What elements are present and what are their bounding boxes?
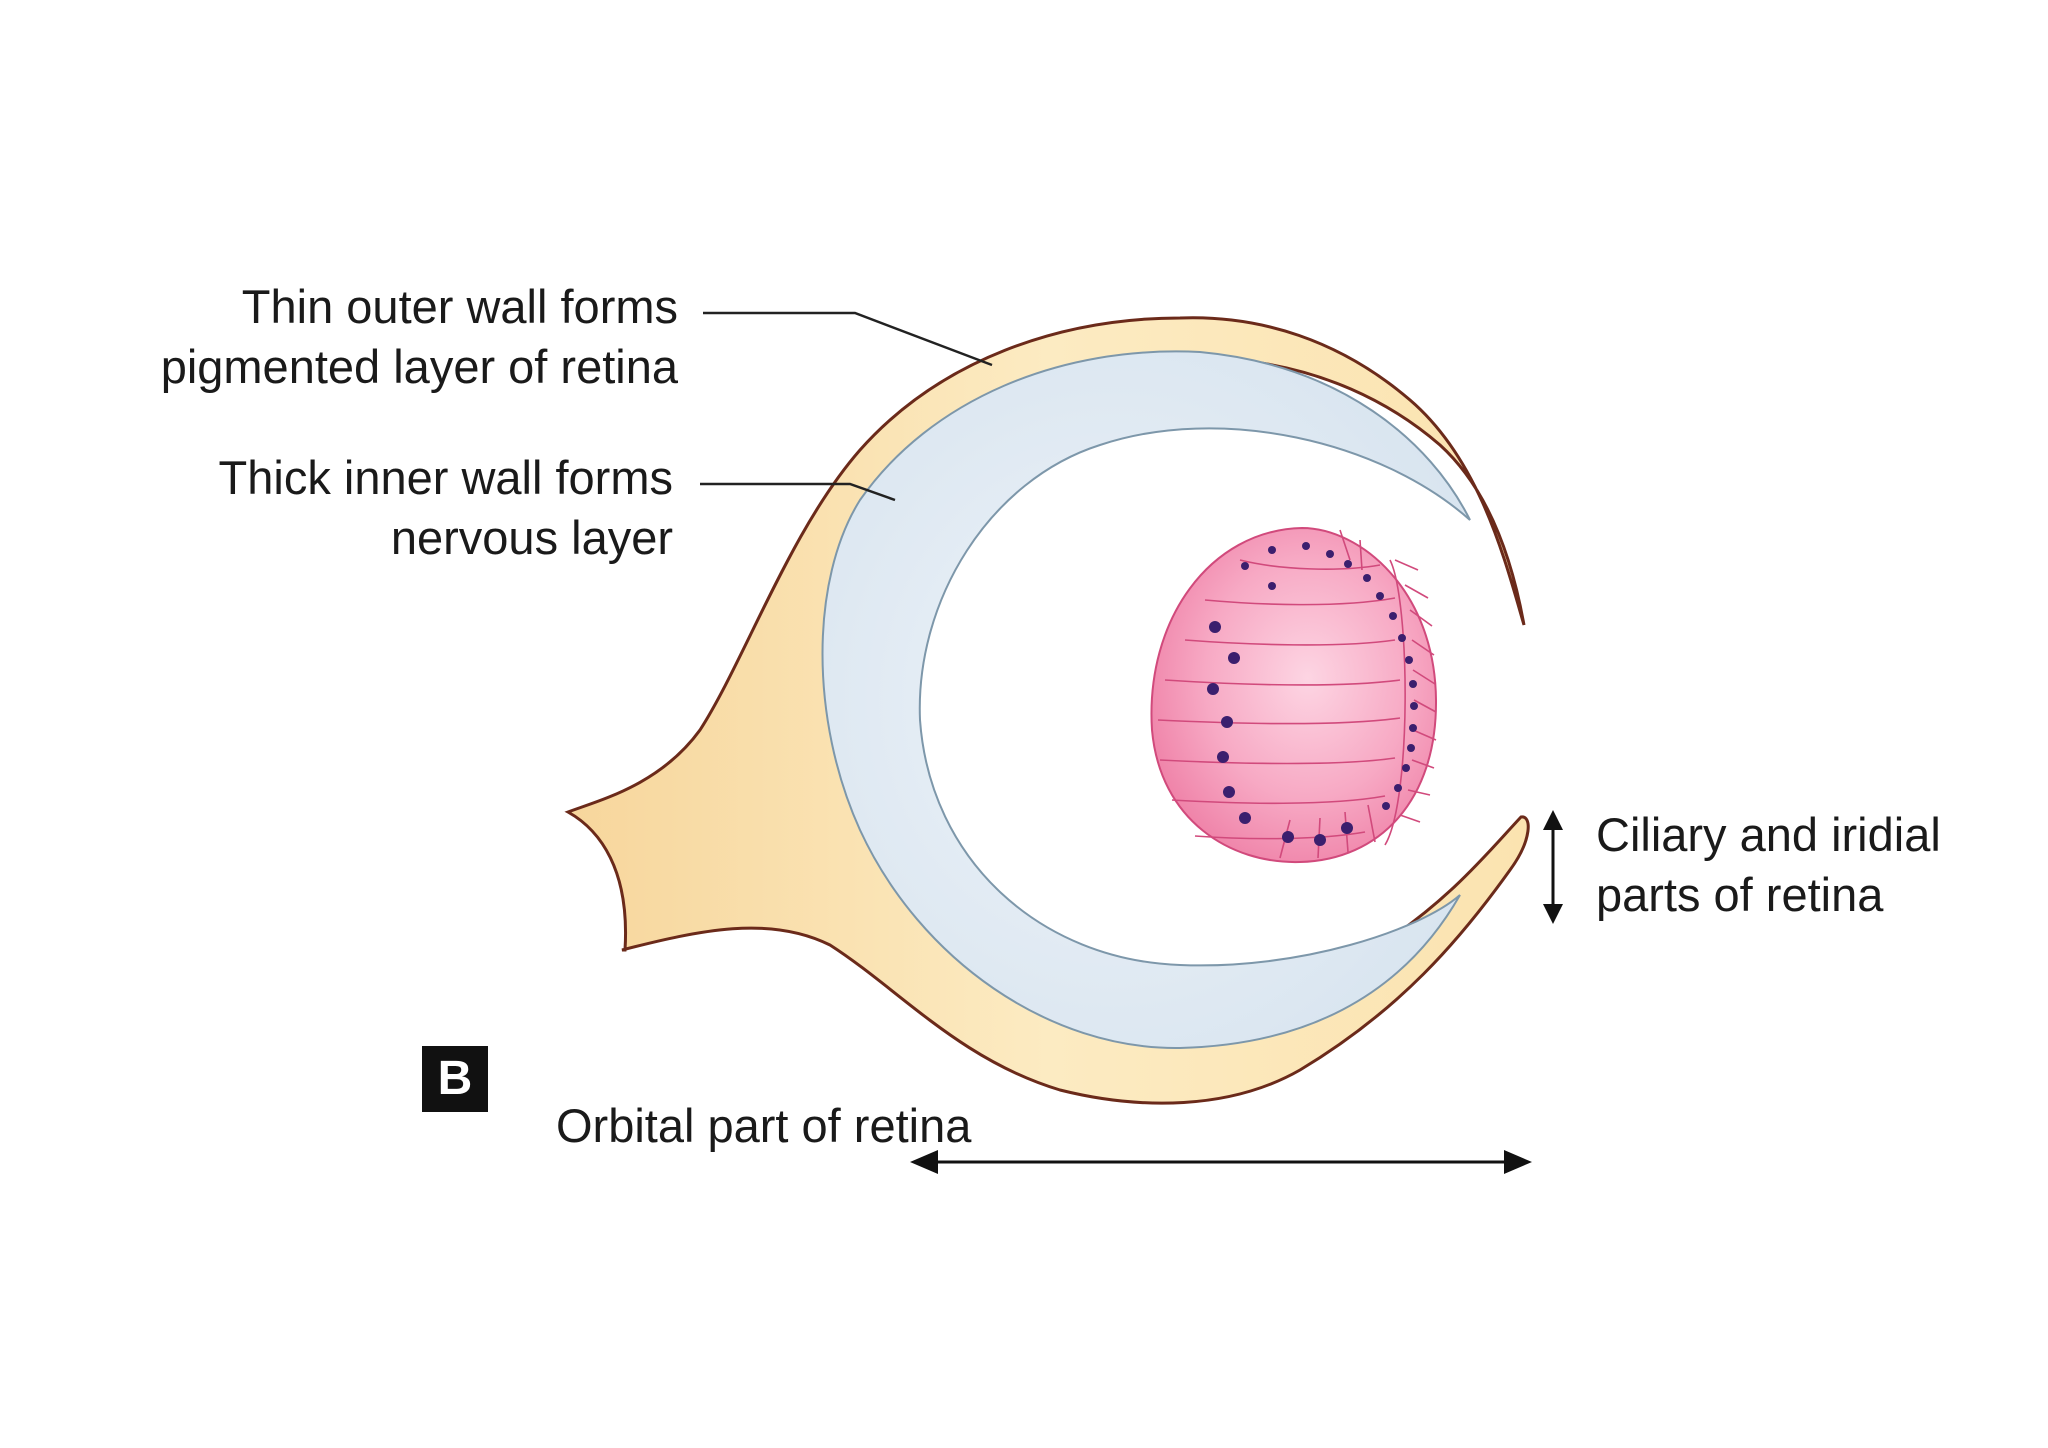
lens-nuclei (1207, 542, 1418, 846)
outer-wall-label-line1: Thin outer wall forms (241, 280, 678, 333)
ciliary-double-arrow (1543, 810, 1563, 924)
lens-outline (1150, 526, 1438, 864)
panel-letter-badge: B (422, 1046, 488, 1112)
outer-wall-label: Thin outer wall forms pigmented layer of… (161, 277, 678, 397)
inner-wall-label-line1: Thick inner wall forms (218, 451, 673, 504)
outer-wall-label-line2: pigmented layer of retina (160, 340, 678, 393)
orbital-double-arrow (910, 1150, 1532, 1174)
lens-vesicle (1150, 526, 1438, 864)
ciliary-label: Ciliary and iridial parts of retina (1596, 805, 1941, 925)
outer-wall-leader-line (703, 311, 993, 367)
inner-nervous-wall (821, 350, 1471, 1050)
orbital-label: Orbital part of retina (556, 1099, 972, 1152)
ciliary-label-line2: parts of retina (1596, 868, 1884, 921)
inner-wall-label: Thick inner wall forms nervous layer (219, 448, 673, 568)
ciliary-label-line1: Ciliary and iridial (1596, 808, 1941, 861)
inner-wall-leader-line (700, 482, 896, 502)
inner-wall-label-line2: nervous layer (390, 511, 673, 564)
